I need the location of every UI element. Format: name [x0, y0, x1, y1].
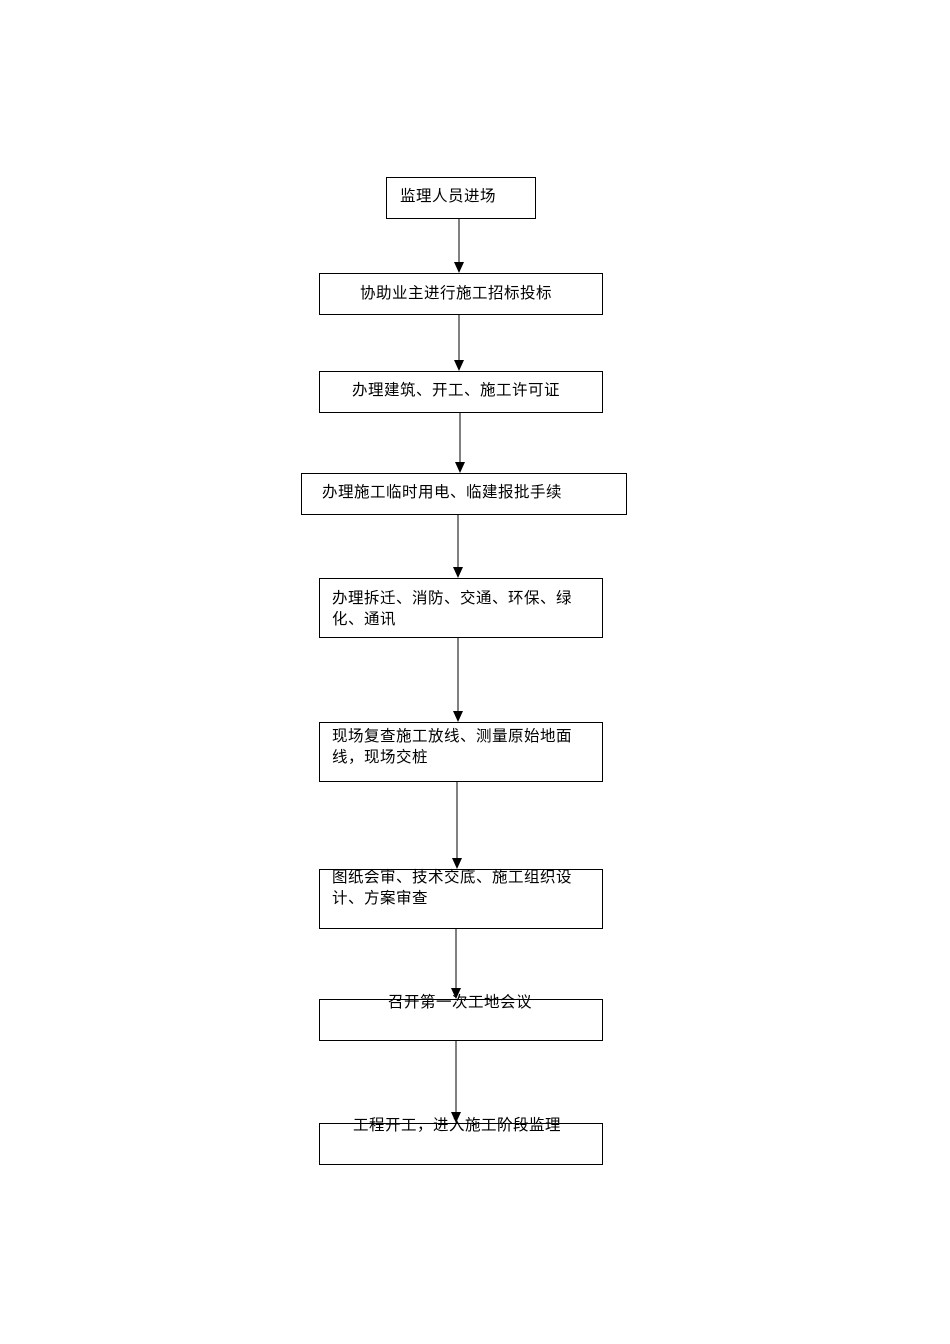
flow-step-label: 化、通讯	[332, 610, 397, 628]
flow-step-label: 图纸会审、技术交底、施工组织设	[332, 868, 573, 886]
flow-step-box	[301, 473, 627, 515]
flow-step-label: 线，现场交桩	[332, 748, 429, 766]
flow-step-label: 协助业主进行施工招标投标	[360, 284, 553, 302]
flow-step-box	[319, 869, 603, 929]
flow-step-label: 现场复查施工放线、测量原始地面	[332, 727, 573, 745]
flow-step-label: 办理建筑、开工、施工许可证	[352, 381, 561, 399]
flow-step-box	[319, 1123, 603, 1165]
flow-step-box	[319, 371, 603, 413]
flow-step-label: 办理拆迁、消防、交通、环保、绿	[332, 589, 573, 607]
arrowhead-icon	[453, 567, 463, 578]
flow-step-label: 工程开工，进入施工阶段监理	[353, 1116, 562, 1134]
flow-step-label: 召开第一次工地会议	[388, 993, 533, 1011]
flow-step-box	[319, 999, 603, 1041]
flow-step-label: 办理施工临时用电、临建报批手续	[322, 483, 563, 501]
arrowhead-icon	[451, 1112, 461, 1123]
arrowhead-icon	[451, 988, 461, 999]
arrowhead-icon	[455, 462, 465, 473]
flow-step-label: 计、方案审查	[332, 889, 429, 907]
arrowhead-icon	[453, 711, 463, 722]
arrowhead-icon	[452, 858, 462, 869]
flow-step-label: 监理人员进场	[400, 187, 497, 205]
flow-step-box	[386, 177, 536, 219]
arrowhead-icon	[454, 262, 464, 273]
arrowhead-icon	[454, 360, 464, 371]
flow-step-box	[319, 273, 603, 315]
flow-step-box	[319, 578, 603, 638]
flow-step-box	[319, 722, 603, 782]
